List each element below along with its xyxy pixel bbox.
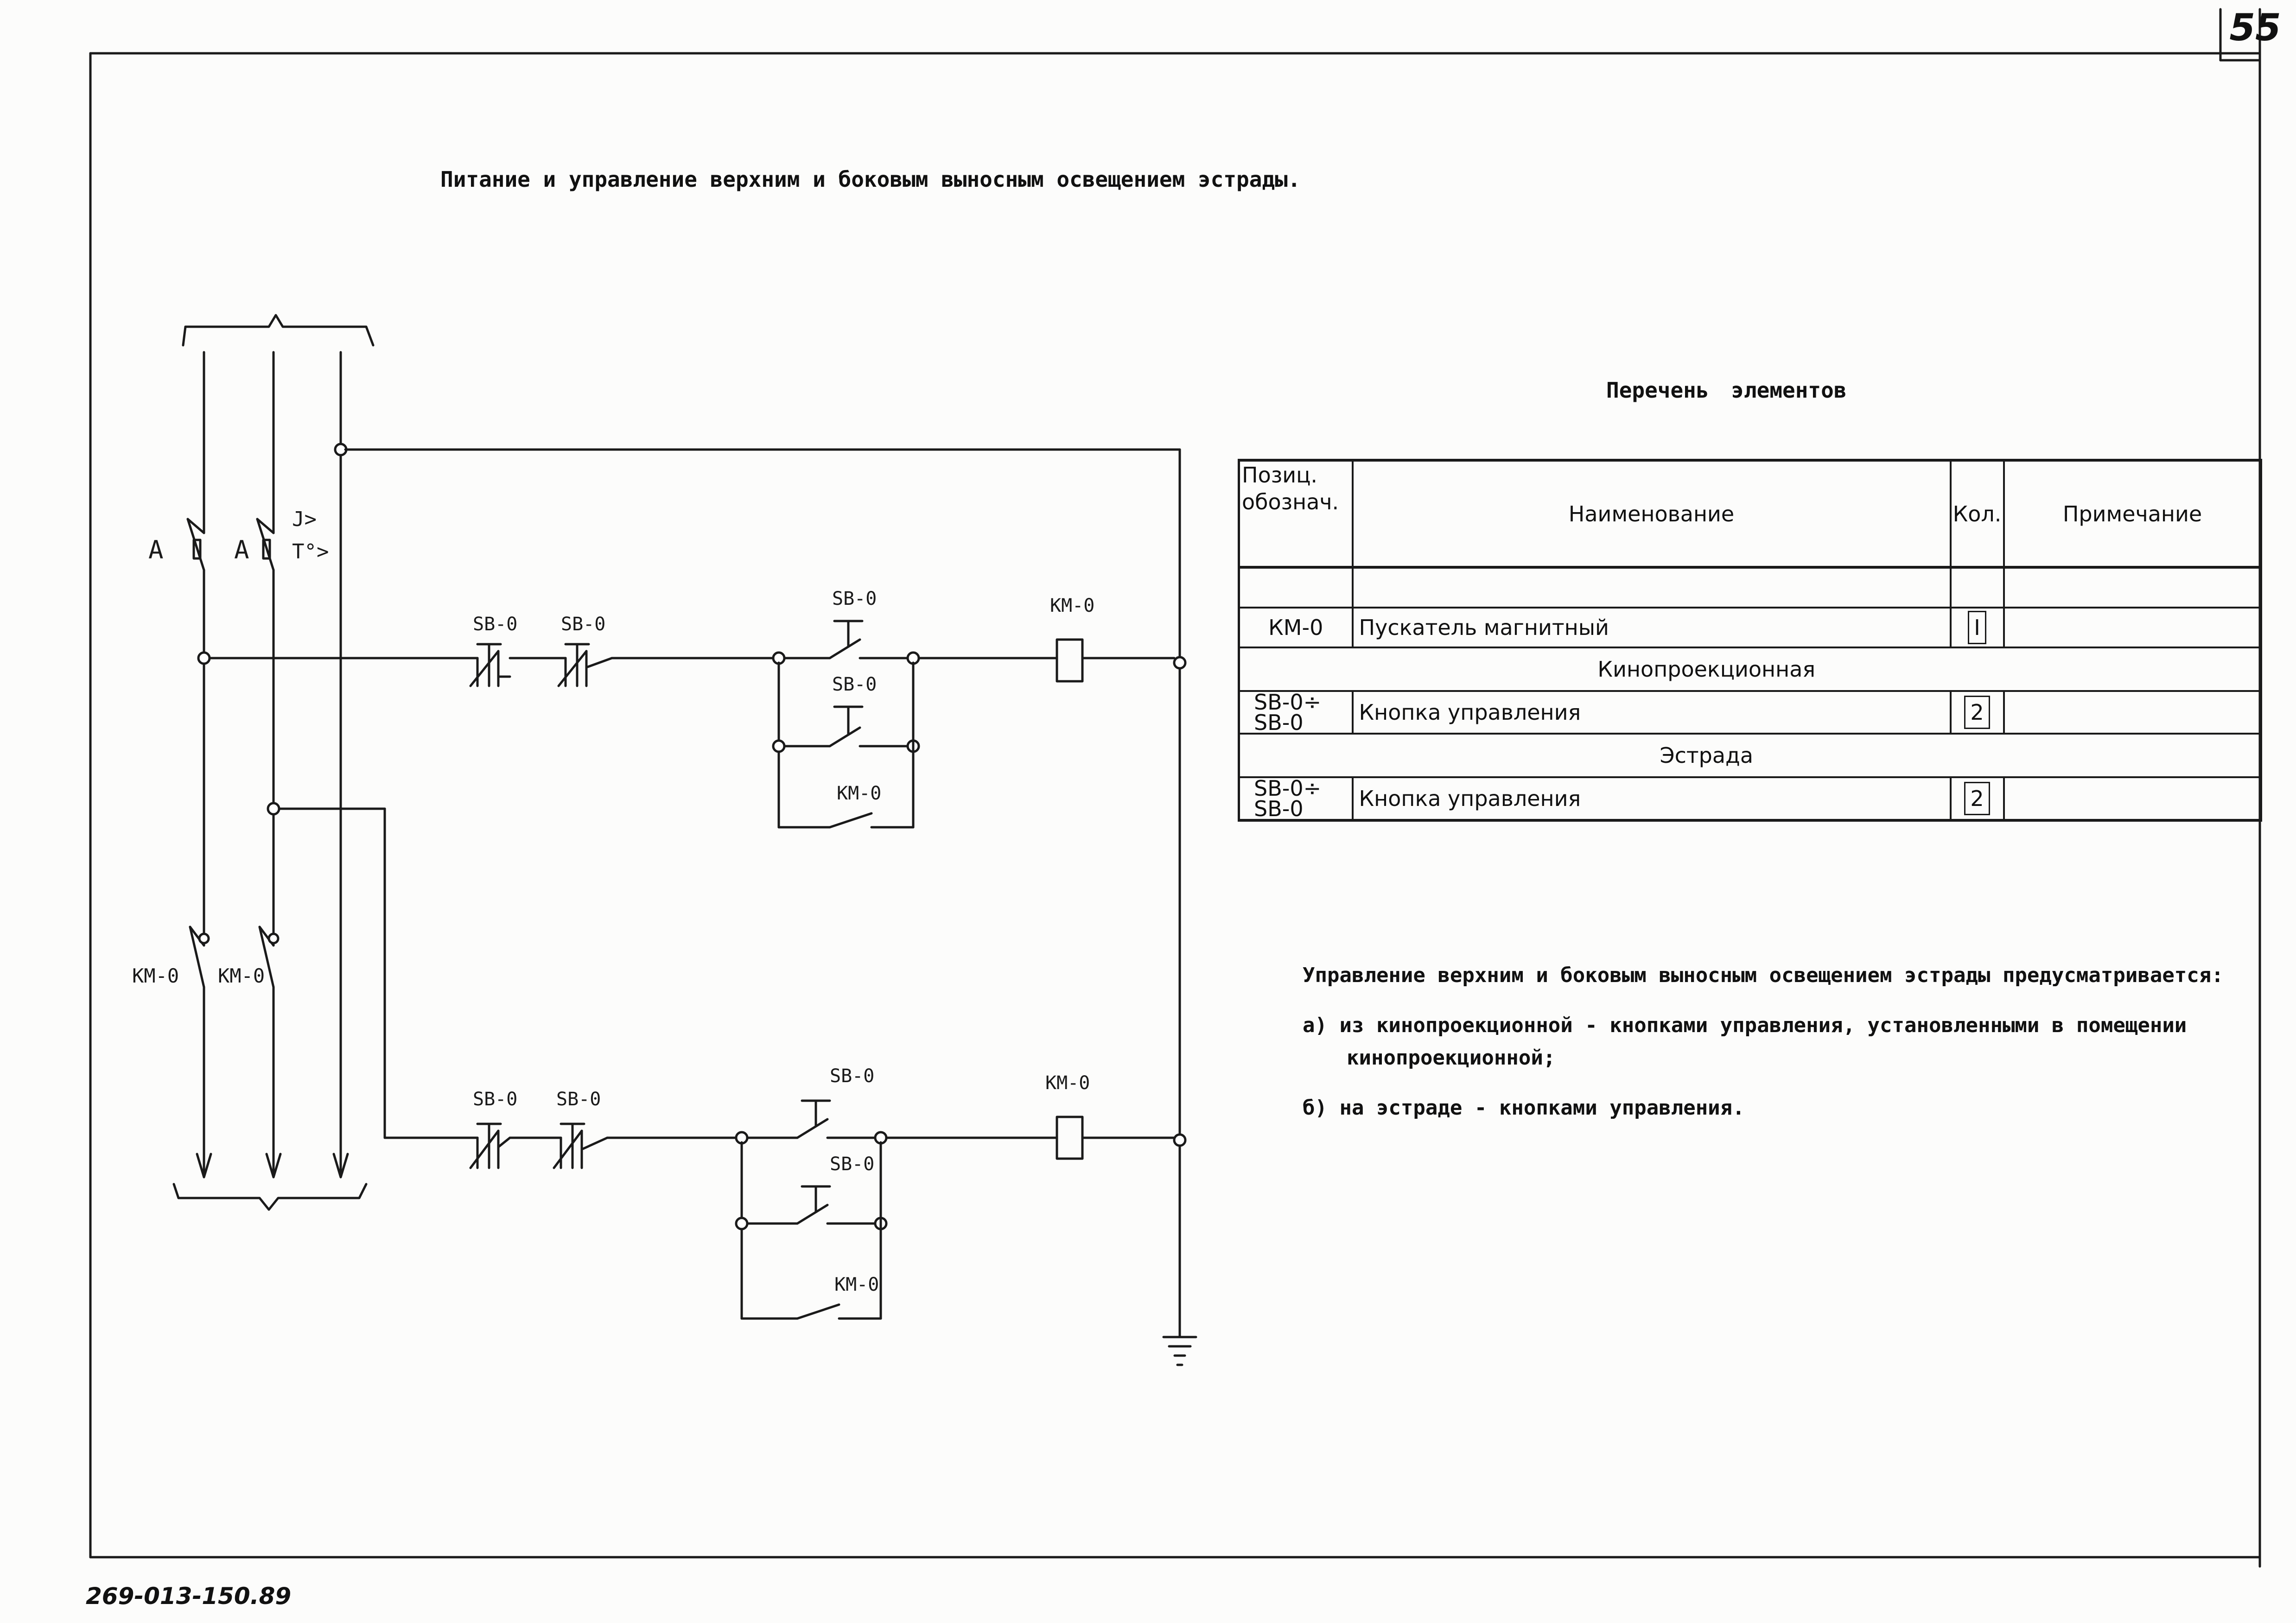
table-row [1238, 567, 2262, 609]
header-quantity: Кол. [1949, 460, 2005, 569]
cell-note [2003, 777, 2262, 821]
cell-quantity: 2 [1949, 777, 2005, 821]
button-label: SB-0 [830, 1154, 874, 1175]
section-label: Эстрада [1238, 734, 2262, 778]
aux-contact-label: КМ-0 [834, 1274, 879, 1295]
element-list-title: Перечень элементов [1606, 378, 1847, 403]
coil-label: КМ-0 [1050, 595, 1094, 616]
cell-name: Пускатель магнитный [1351, 608, 1952, 648]
table-section-row: Эстрада [1238, 734, 2262, 778]
button-label: SB-0 [473, 1089, 517, 1110]
button-label: SB-0 [561, 614, 605, 635]
cell-name: Кнопка управления [1351, 691, 1952, 735]
breaker-label: A [234, 535, 249, 564]
coil-label: КМ-0 [1045, 1072, 1090, 1094]
button-label: SB-0 [832, 588, 877, 609]
button-label: SB-0 [830, 1065, 874, 1087]
notes-item: а) из кинопроекционной - кнопками управл… [1303, 1014, 2187, 1070]
drawing-frame [89, 8, 2261, 1568]
table-header-row: Позиц. обознач. Наименование Кол. Примеч… [1238, 460, 2262, 569]
cell-position: SB-0÷ SB-0 [1238, 691, 1354, 735]
cell-quantity: 2 [1949, 691, 2005, 735]
page-title: Питание и управление верхним и боковым в… [440, 167, 1301, 192]
aux-contact-label: КМ-0 [837, 783, 881, 804]
table-section-row: Кинопроекционная [1238, 647, 2262, 692]
table-row: SB-0÷ SB-0 Кнопка управления 2 [1238, 777, 2262, 821]
header-note: Примечание [2003, 460, 2262, 569]
button-label: SB-0 [473, 614, 517, 635]
bottom-bus-brace [172, 1183, 368, 1211]
main-contactor-contacts: КМ-0 КМ-0 [132, 926, 280, 989]
page-number: 55 [2229, 6, 2281, 49]
control-notes: Управление верхним и боковым выносным ос… [1303, 959, 2253, 1142]
notes-item: б) на эстраде - кнопками управления. [1303, 1096, 1745, 1120]
notes-intro: Управление верхним и боковым выносным ос… [1303, 964, 2224, 987]
cell-note [2003, 608, 2262, 648]
breaker-trip-label: J> [292, 507, 317, 531]
circuit-breaker: A A J> T°> [148, 507, 329, 571]
document-code: 269-013-150.89 [86, 1583, 292, 1610]
header-position: Позиц. обознач. [1238, 460, 1354, 569]
control-circuit-upper: SB-0 SB-0 SB-0 SB-0 КМ-0 [197, 588, 1176, 829]
header-name: Наименование [1351, 460, 1952, 569]
button-label: SB-0 [556, 1089, 601, 1110]
control-circuit-lower: SB-0 SB-0 SB-0 SB-0 КМ-0 [267, 802, 1176, 1320]
cell-note [2003, 691, 2262, 735]
contactor-label: КМ-0 [218, 964, 265, 987]
contactor-label: КМ-0 [132, 964, 179, 987]
table-row: SB-0÷ SB-0 Кнопка управления 2 [1238, 691, 2262, 735]
top-bus-brace [182, 314, 375, 347]
table-row: КМ-0 Пускатель магнитный I [1238, 608, 2262, 648]
section-label: Кинопроекционная [1238, 647, 2262, 692]
cell-name: Кнопка управления [1351, 777, 1952, 821]
cell-position: SB-0÷ SB-0 [1238, 777, 1354, 821]
button-label: SB-0 [832, 674, 877, 695]
element-list-table: Позиц. обознач. Наименование Кол. Примеч… [1238, 459, 2262, 822]
phase-lines [196, 351, 349, 1179]
breaker-trip-label: T°> [292, 540, 329, 564]
cell-position: КМ-0 [1238, 608, 1354, 648]
neutral-return-line [334, 443, 1197, 1366]
cell-quantity: I [1949, 608, 2005, 648]
breaker-label: A [148, 535, 164, 564]
